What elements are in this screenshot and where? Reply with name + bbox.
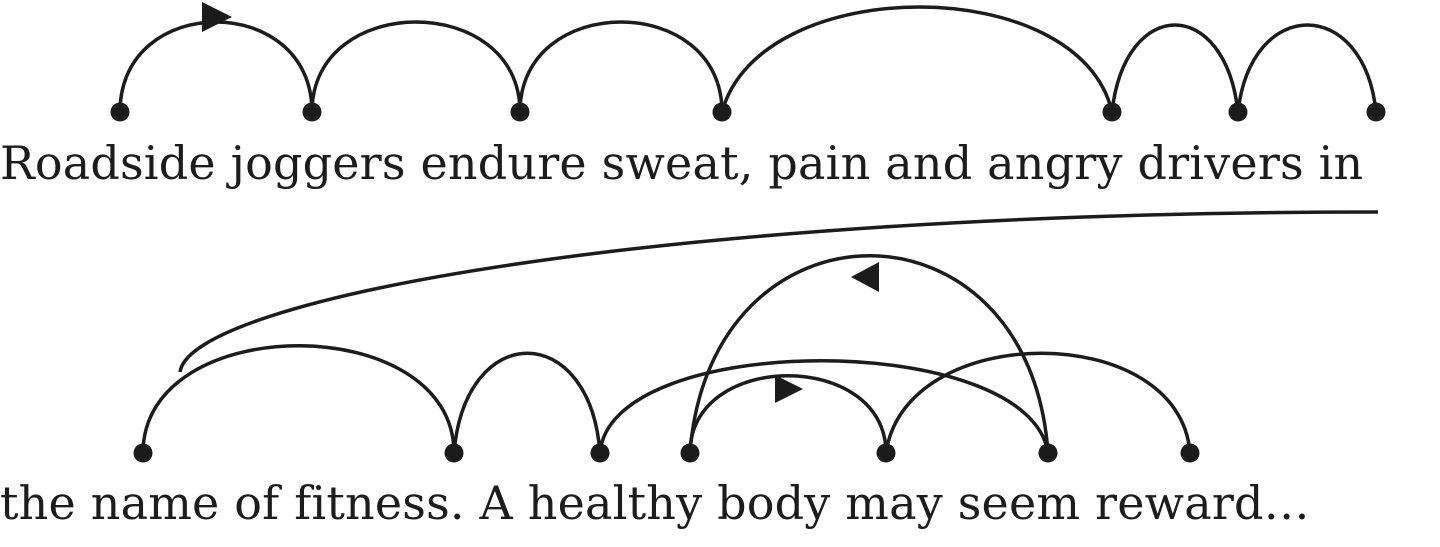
arc-r1-4-r1-5: [1110, 23, 1240, 113]
arc-r1-5-r1-6: [1236, 23, 1378, 113]
arc-r1-3-r1-4: [720, 5, 1114, 113]
arc-r1-2-r1-3: [518, 20, 724, 113]
arc-r1-1-r1-2: [310, 20, 522, 113]
arc-r2-2-r2-5: [598, 359, 1050, 454]
arrow-forward-row1: [202, 2, 232, 32]
node-r2-2: [590, 443, 610, 463]
arc-r1-6-r2-0: [178, 210, 1379, 373]
node-r1-0: [110, 102, 130, 122]
node-r2-5: [1038, 443, 1058, 463]
text-line-2: the name of fitness. A healthy body may …: [0, 476, 1310, 530]
arc-r2-0-r2-1: [141, 344, 456, 454]
node-r2-3: [680, 443, 700, 463]
arrow-forward-row2: [775, 375, 803, 403]
arc-r2-3-r2-5: [688, 254, 1050, 454]
node-r1-5: [1228, 102, 1248, 122]
node-r1-3: [712, 102, 732, 122]
text-line-1: Roadside joggers endure sweat, pain and …: [0, 136, 1364, 190]
node-r2-1: [444, 443, 464, 463]
arc-r2-3-r2-4: [688, 374, 888, 454]
node-r2-4: [876, 443, 896, 463]
node-r2-6: [1180, 443, 1200, 463]
node-r1-2: [510, 102, 530, 122]
node-r1-1: [302, 102, 322, 122]
arrow-backward-row2: [851, 262, 879, 292]
node-r1-4: [1102, 102, 1122, 122]
arc-r2-4-r2-6: [884, 351, 1192, 454]
arc-r2-1-r2-2: [452, 351, 602, 454]
node-r2-0: [133, 443, 153, 463]
arc-r1-0-r1-1: [118, 20, 314, 113]
node-r1-6: [1366, 102, 1386, 122]
